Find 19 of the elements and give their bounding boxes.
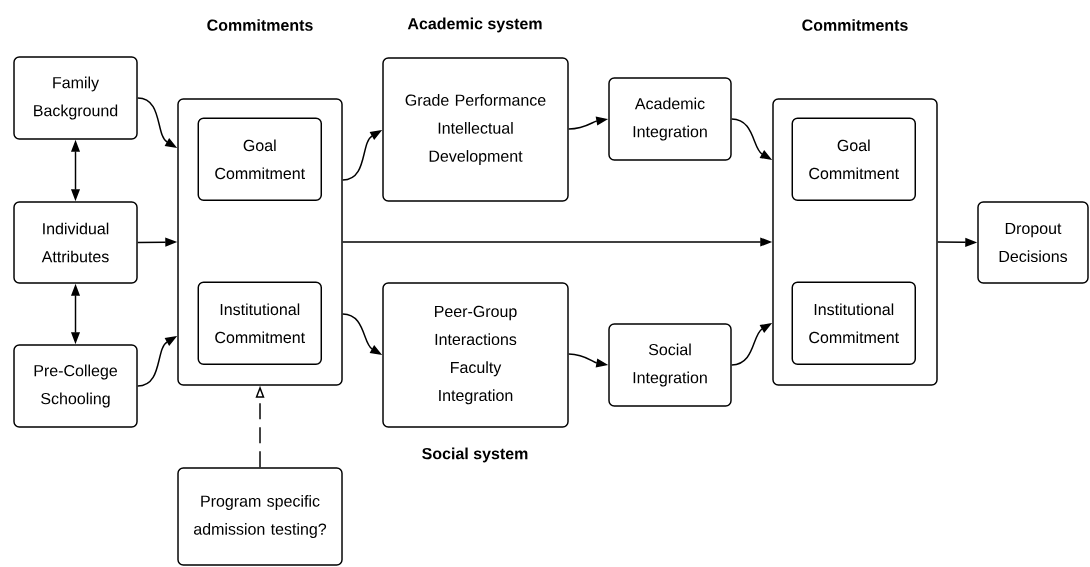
group-box: [772, 98, 938, 386]
process-box: Peer-Group Interactions Faculty Integration: [382, 282, 569, 428]
section-heading: Commitments: [207, 19, 313, 31]
process-box: Individual Attributes: [13, 201, 138, 284]
process-box: Academic Integration: [608, 77, 732, 161]
inner-box: Goal Commitment: [791, 117, 916, 201]
group-box: [177, 98, 343, 386]
process-box: Grade Performance Intellectual Development: [382, 57, 569, 202]
process-box: Dropout Decisions: [977, 201, 1089, 284]
section-heading: Academic system: [407, 17, 542, 33]
section-heading: Commitments: [802, 19, 908, 31]
process-box: Social Integration: [608, 323, 732, 407]
inner-box: Institutional Commitment: [197, 281, 322, 365]
process-box: Family Background: [13, 56, 138, 140]
inner-box: Goal Commitment: [197, 117, 322, 201]
process-box: Pre-College Schooling: [13, 344, 138, 428]
section-heading: Social system: [422, 447, 528, 463]
inner-box: Institutional Commitment: [791, 281, 916, 365]
process-box: Program specific admission testing?: [177, 467, 343, 566]
